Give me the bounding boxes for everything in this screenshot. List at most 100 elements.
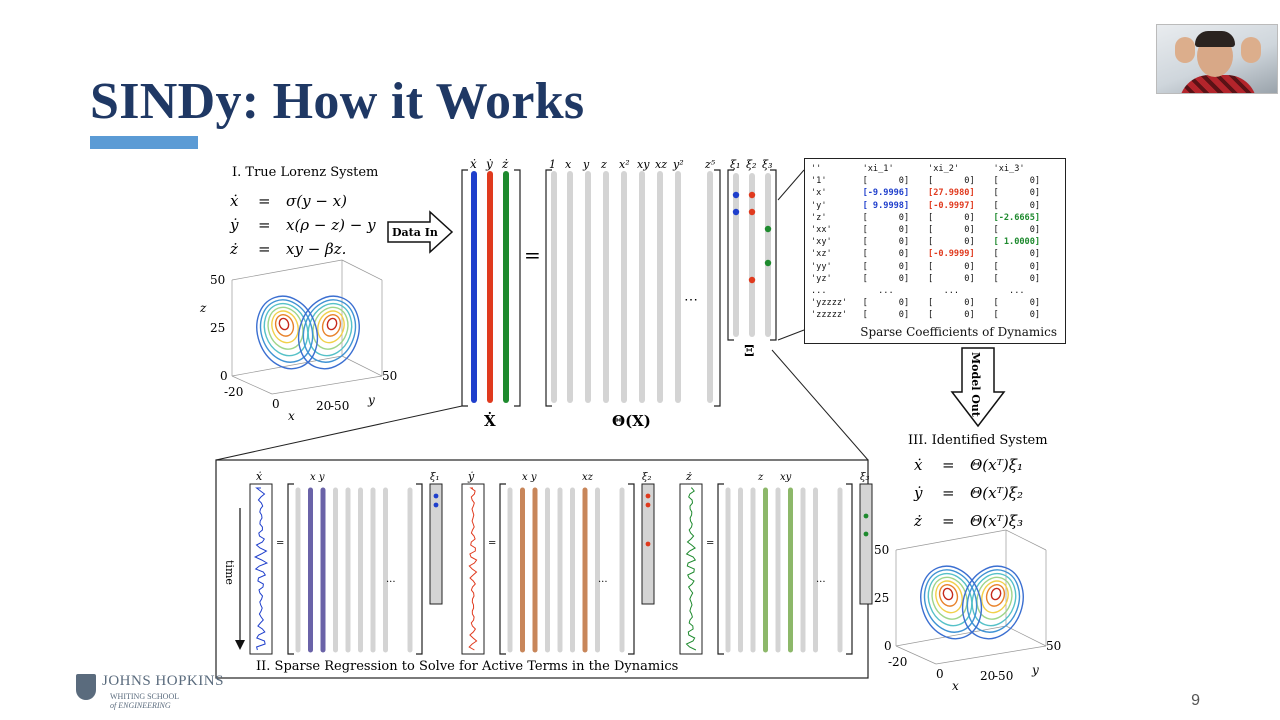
coef-cell: [-0.9997]: [928, 200, 975, 211]
lhs-header: ẋ: [256, 470, 263, 483]
x-tick: -20: [888, 655, 907, 669]
plot-box-edge: [231, 259, 343, 281]
plot-box-edge: [1005, 625, 1047, 647]
theta-header: x: [565, 158, 572, 171]
panel-equals: =: [706, 538, 714, 549]
coef-row: 'yz'[ 0][ 0][ 0]: [811, 273, 1059, 285]
eq-lhs: ż: [229, 240, 238, 258]
coef-cell: [ 0]: [928, 310, 975, 321]
slide-title: SINDy: How it Works: [90, 73, 585, 130]
xi-nonzero-dot: [764, 259, 772, 267]
matrix-bracket-right: [628, 483, 635, 655]
theta-header: x²: [619, 158, 630, 171]
page-number: 9: [1191, 692, 1200, 709]
eq-rhs: xy − βz.: [286, 240, 346, 258]
panel-equals: =: [276, 538, 284, 549]
y-tick: -50: [330, 399, 349, 413]
logo-line-3: of ENGINEERING: [110, 701, 171, 710]
logo-line-2: WHITING SCHOOL: [110, 692, 180, 701]
matrix-bracket-left: [287, 483, 294, 655]
eq-equals: =: [942, 512, 955, 530]
matrix-bracket-right: [770, 169, 777, 341]
y-tick: 50: [382, 369, 397, 383]
coef-cell: [ 0]: [862, 273, 910, 284]
plot-box-edge: [341, 355, 383, 377]
xi-panel-header: ξ₃: [860, 472, 870, 483]
library-header-a: x y: [522, 472, 537, 483]
model-out-label: Model Out: [969, 352, 982, 418]
coef-row: 'y'[ 9.9998][-0.9997][ 0]: [811, 200, 1059, 212]
coef-row: 'x'[-9.9996][27.9980][ 0]: [811, 187, 1059, 199]
eq-lhs: ẏ: [229, 216, 239, 234]
xi-panel-column: [859, 483, 873, 605]
logo-line-1: JOHNS HOPKINS: [102, 673, 224, 689]
coef-cell: [27.9980]: [928, 188, 975, 199]
model-out-arrow: Model Out: [950, 347, 1006, 428]
xi-panel-dot: [433, 502, 439, 508]
matrix-bracket-right: [714, 169, 721, 407]
x-tick: -20: [224, 385, 243, 399]
time-label: time: [223, 560, 236, 585]
attractor-loop: [302, 299, 357, 363]
coef-cell: 'x': [811, 188, 827, 199]
xi-nonzero-dot: [748, 208, 756, 216]
coef-row: 'zzzzz'[ 0][ 0][ 0]: [811, 309, 1059, 321]
eq-rhs: σ(y − x): [286, 192, 347, 210]
attractor-loop: [961, 565, 1024, 640]
derivative-signal: [253, 487, 269, 651]
coef-cell: [ 0]: [928, 298, 975, 309]
eq-equals: =: [258, 216, 271, 234]
xdot-label: Ẋ: [484, 411, 496, 430]
x-axis-label: x: [288, 409, 295, 423]
plot-box-edge: [895, 625, 1007, 647]
y-axis-label: y: [1031, 663, 1039, 677]
coef-row: '1'[ 0][ 0][ 0]: [811, 175, 1059, 187]
coef-cell: [ 0]: [993, 176, 1041, 187]
theta-header: z: [600, 158, 607, 171]
panel-ellipsis: ...: [816, 574, 826, 585]
x-tick: 20: [316, 399, 331, 413]
coef-cell: [ 0]: [993, 310, 1041, 321]
attractor-loop: [326, 317, 338, 331]
matrix-bracket-left: [461, 169, 468, 407]
matrix-bracket-left: [499, 483, 506, 655]
jhu-shield-icon: [76, 674, 96, 700]
plot-box-edge: [341, 259, 383, 281]
library-header-b: xz: [582, 472, 594, 483]
presenter-hair: [1195, 31, 1235, 47]
panel-equals: =: [488, 538, 496, 549]
coef-row: 'xz'[ 0][-0.9999][ 0]: [811, 248, 1059, 260]
eq-equals: =: [942, 456, 955, 474]
xi-nonzero-dot: [764, 225, 772, 233]
section-1-title: I. True Lorenz System: [232, 165, 378, 180]
attractor-loop: [920, 565, 983, 640]
eq-equals: =: [258, 240, 271, 258]
coef-cell: '': [811, 164, 822, 174]
library-header-a: z: [757, 472, 764, 483]
z-tick: 0: [220, 369, 228, 383]
xi-panel-header: ξ₂: [642, 472, 652, 483]
matrix-bracket-right: [846, 483, 853, 655]
coef-cell: 'yy': [811, 261, 832, 272]
section-true-system: I. True Lorenz System ẋ=σ(y − x)ẏ=x(ρ − …: [199, 165, 397, 423]
coef-cell: [ 0]: [862, 249, 910, 260]
theta-ellipsis: ⋯: [684, 292, 698, 308]
presenter-right-hand: [1241, 37, 1261, 63]
coef-cell: [ 0]: [993, 188, 1041, 199]
coef-cell: [ 0]: [993, 273, 1041, 284]
panel-ellipsis: ...: [386, 574, 396, 585]
coef-cell: [ 0]: [928, 224, 975, 235]
coef-cell: [ 0]: [862, 261, 910, 272]
attractor-loop: [966, 569, 1021, 633]
attractor-loop: [259, 299, 314, 363]
coef-cell: [ 0]: [993, 249, 1041, 260]
matrix-bracket-left: [727, 169, 734, 341]
x-axis-label: x: [952, 679, 959, 693]
z-axis-label: z: [199, 301, 207, 315]
lhs-signal-column: [249, 483, 273, 655]
xi-panel-header: ξ₁: [430, 472, 440, 483]
eq-equals: =: [258, 192, 271, 210]
coef-cell: 'xy': [811, 237, 832, 248]
section-identified-system: III. Identified System ẋ=Θ(xᵀ)ξ₁ẏ=Θ(xᵀ)ξ…: [863, 433, 1061, 693]
xi-panel-dot: [645, 493, 651, 499]
